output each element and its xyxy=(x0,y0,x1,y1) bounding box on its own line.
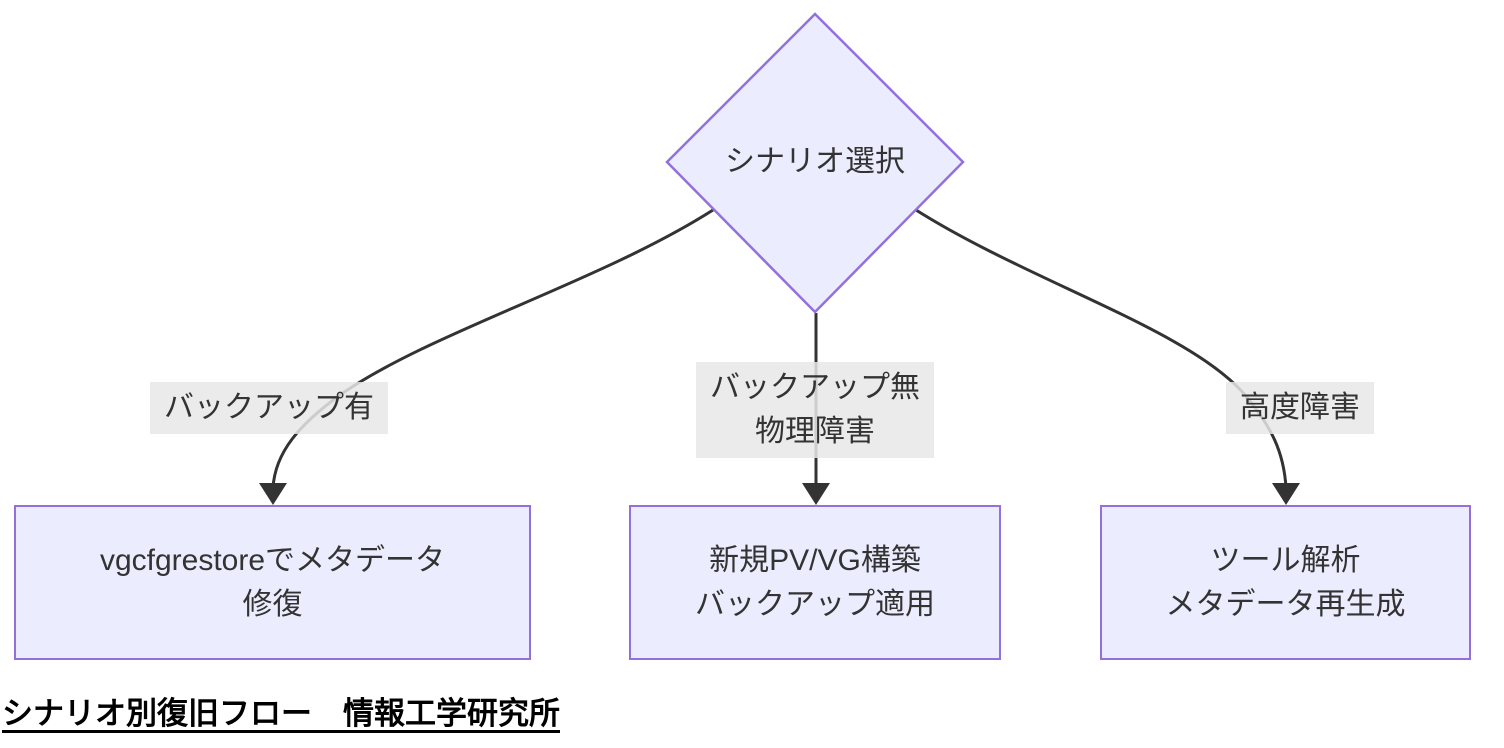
edge-backup-available-line xyxy=(271,208,714,489)
edge-label-backup-available: バックアップ有 xyxy=(150,382,388,434)
edge-backup-available-arrowhead xyxy=(259,483,287,505)
node-text-line: メタデータ再生成 xyxy=(1165,587,1406,621)
edge-label-text: 物理障害 xyxy=(755,415,875,448)
node-tool-analysis: ツール解析 メタデータ再生成 xyxy=(1100,505,1471,660)
edge-label-text: 高度障害 xyxy=(1240,391,1360,424)
decision-label: シナリオ選択 xyxy=(725,145,905,178)
decision-diamond xyxy=(665,12,965,314)
edge-label-text: バックアップ有 xyxy=(164,391,374,424)
node-text-line: 新規PV/VG構築 xyxy=(709,543,921,577)
node-new-pv-vg-build: 新規PV/VG構築 バックアップ適用 xyxy=(629,505,1001,660)
edge-no-backup-arrowhead xyxy=(802,483,830,505)
node-text-line: vgcfgrestoreでメタデータ xyxy=(99,543,446,577)
edge-label-advanced-failure: 高度障害 xyxy=(1226,382,1374,434)
edge-advanced-failure-arrowhead xyxy=(1272,483,1300,505)
edge-label-no-backup-physical-failure: バックアップ無 物理障害 xyxy=(696,362,934,458)
edge-advanced-failure-line xyxy=(915,208,1288,489)
node-text-line: 修復 xyxy=(242,587,303,621)
node-vgcfgrestore-repair: vgcfgrestoreでメタデータ 修復 xyxy=(14,505,531,660)
node-text-line: バックアップ適用 xyxy=(695,587,935,621)
diagram-caption: シナリオ別復旧フロー 情報工学研究所 xyxy=(2,696,560,731)
node-text-line: ツール解析 xyxy=(1210,543,1361,577)
edge-label-text: バックアップ無 xyxy=(710,371,920,404)
